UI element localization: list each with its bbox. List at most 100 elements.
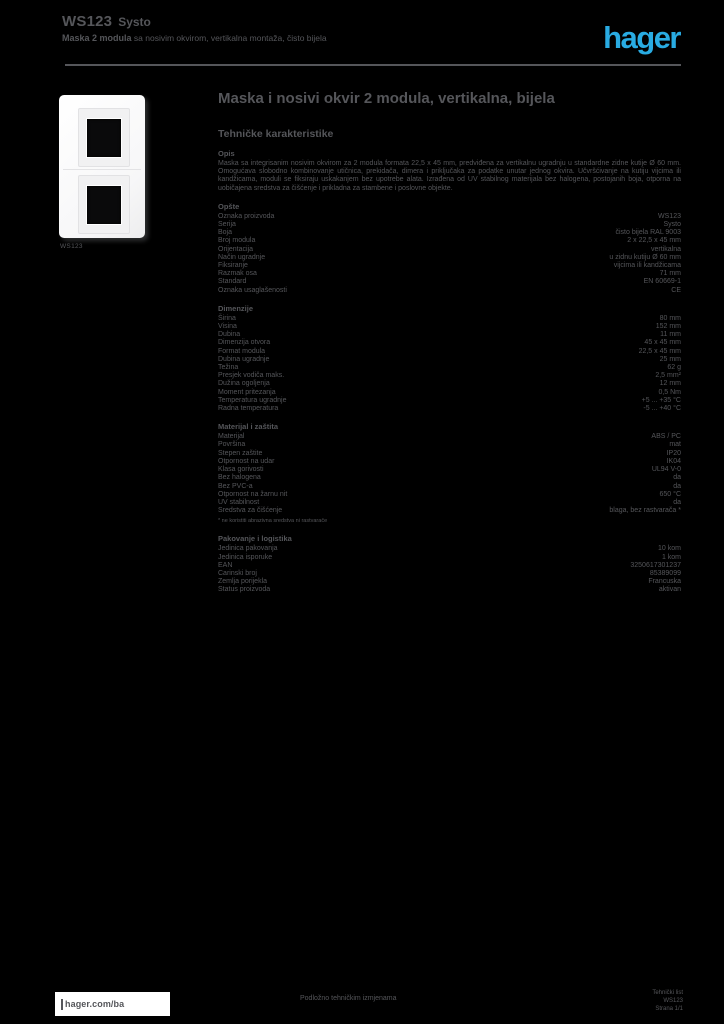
module-opening-top [86,118,122,158]
module-opening-bottom [86,185,122,225]
product-reference: WS123 [62,13,113,30]
spec-row: Boja čisto bijela RAL 9003 [218,229,681,237]
spec-sections: Opis Maska sa integrisanim nosivim okvir… [218,149,681,595]
spec-row-label: Orijentacija [218,245,254,253]
section-rows: Materijal ABS / PC Površina mat Stepen z… [218,433,681,515]
spec-row: Dubina 11 mm [218,331,681,339]
spec-row-value: UL94 V-0 [651,466,681,474]
spec-row-label: Moment pritezanja [218,388,276,396]
spec-row-value: u zidnu kutiju Ø 60 mm [609,253,681,261]
spec-row: Temperatura ugradnje +5 ... +35 °C [218,397,681,405]
spec-section: Dimenzije Širina 80 mm Visina 15 [218,304,681,413]
module-frame-bottom [78,175,130,234]
spec-row-value: 11 mm [660,331,681,339]
spec-row: Klasa gorivosti UL94 V-0 [218,466,681,474]
spec-section: Opšte Oznaka proizvoda WS123 Serija [218,202,681,295]
spec-row: Radna temperatura -5 ... +40 °C [218,405,681,413]
spec-row-value: 3250617301237 [630,561,681,569]
spec-row-value: čisto bijela RAL 9003 [615,229,681,237]
spec-row: Bez halogena da [218,474,681,482]
spec-row-value: 80 mm [659,314,681,322]
spec-section: Opis Maska sa integrisanim nosivim okvir… [218,149,681,193]
spec-row-label: Širina [218,314,236,322]
spec-row-value: 85389099 [649,569,681,577]
spec-row: Broj modula 2 x 22,5 x 45 mm [218,237,681,245]
spec-row-label: Bez halogena [218,474,261,482]
spec-row: Zemlja porijekla Francuska [218,578,681,586]
spec-row: Visina 152 mm [218,323,681,331]
spec-row-label: Temperatura ugradnje [218,396,287,404]
spec-row-label: UV stabilnost [218,498,260,506]
section-label: Opšte [218,201,240,211]
spec-row: Presjek vodiča maks. 2,5 mm² [218,372,681,380]
spec-row: Težina 62 g [218,364,681,372]
spec-row-value: 25 mm [659,355,681,363]
spec-row: Razmak osa 71 mm [218,270,681,278]
spec-row-value: aktivan [658,586,681,594]
spec-row-label: Zemlja porijekla [218,578,268,586]
hager-mark-icon [61,998,63,1010]
spec-row-label: Visina [218,323,237,331]
footer-meta-line: WS123 [663,998,683,1004]
spec-row-value: 12 mm [659,380,681,388]
spec-row-label: Format modula [218,347,266,355]
spec-row: Širina 80 mm [218,315,681,323]
spec-row: Dimenzija otvora 45 x 45 mm [218,339,681,347]
spec-row-label: Otpornost na žarnu nit [218,490,288,498]
header-title-line: WS123 Systo [62,13,462,30]
section-rows: Oznaka proizvoda WS123 Serija Systo Boja [218,213,681,295]
footer-meta: Tehnički list WS123 Strana 1/1 [652,989,683,1013]
spec-row: Format modula 22,5 x 45 mm [218,348,681,356]
spec-row-value: Systo [663,221,681,229]
spec-row-label: Bez PVC-a [218,482,253,490]
section-footnote: * ne koristiti abrazivna sredstva ni ras… [218,518,328,525]
spec-row-value: EN 60669-1 [643,278,681,286]
header-description-text: sa nosivim okvirom, vertikalna montaža, … [133,33,327,43]
characteristics-subtitle: Tehničke karakteristike [218,128,334,140]
spec-row-value: da [673,474,681,482]
spec-row: Jedinica pakovanja 10 kom [218,545,681,553]
footer-meta-line: Strana 1/1 [655,1006,683,1012]
page-title: Maska i nosivi okvir 2 modula, vertikaln… [218,90,555,107]
spec-row: Status proizvoda aktivan [218,586,681,594]
spec-row-value: IK04 [666,457,681,465]
spec-row: Moment pritezanja 0,5 Nm [218,389,681,397]
spec-row: Bez PVC-a da [218,483,681,491]
spec-row: Standard EN 60669-1 [218,278,681,286]
spec-row-label: Jedinica pakovanja [218,545,278,553]
spec-row-value: vijcima ili kandžicama [613,262,681,270]
spec-row-value: -5 ... +40 °C [643,405,681,413]
header: WS123 Systo Maska 2 modula sa nosivim ok… [62,13,462,43]
spec-row-value: CE [671,286,681,294]
section-label: Dimenzije [218,303,254,313]
spec-section: Pakovanje i logistika Jedinica pakovanja… [218,534,681,594]
spec-row-label: EAN [218,561,233,569]
spec-row: Sredstva za čišćenje blaga, bez rastvara… [218,507,681,515]
footer-meta-line: Tehnički list [652,990,683,996]
spec-row-label: Površina [218,441,246,449]
spec-row-label: Radna temperatura [218,405,279,413]
spec-row-value: 1 kom [661,553,681,561]
spec-row-label: Boja [218,229,233,237]
spec-row: Carinski broj 85389099 [218,570,681,578]
spec-row: Način ugradnje u zidnu kutiju Ø 60 mm [218,254,681,262]
header-description: Maska 2 modula sa nosivim okvirom, verti… [62,33,362,43]
product-photo [59,95,145,238]
spec-row-value: blaga, bez rastvarača * [609,507,681,515]
spec-row-label: Presjek vodiča maks. [218,372,285,380]
footer-site-box: hager.com/ba [55,992,170,1016]
spec-row-label: Dužina ogoljenja [218,380,270,388]
spec-row-value: mat [669,441,681,449]
spec-row-label: Oznaka usaglašenosti [218,286,287,294]
spec-row-value: 10 kom [658,545,681,553]
spec-row-value: 2 x 22,5 x 45 mm [627,237,681,245]
spec-row-label: Serija [218,221,236,229]
spec-row-value: 0,5 Nm [658,388,681,396]
spec-row-label: Otpornost na udar [218,457,275,465]
footer-site-link[interactable]: hager.com/ba [65,999,125,1009]
spec-row: Dubina ugradnje 25 mm [218,356,681,364]
spec-row-value: 2,5 mm² [655,372,681,380]
spec-row: Fiksiranje vijcima ili kandžicama [218,262,681,270]
spec-row-value: WS123 [658,212,681,220]
